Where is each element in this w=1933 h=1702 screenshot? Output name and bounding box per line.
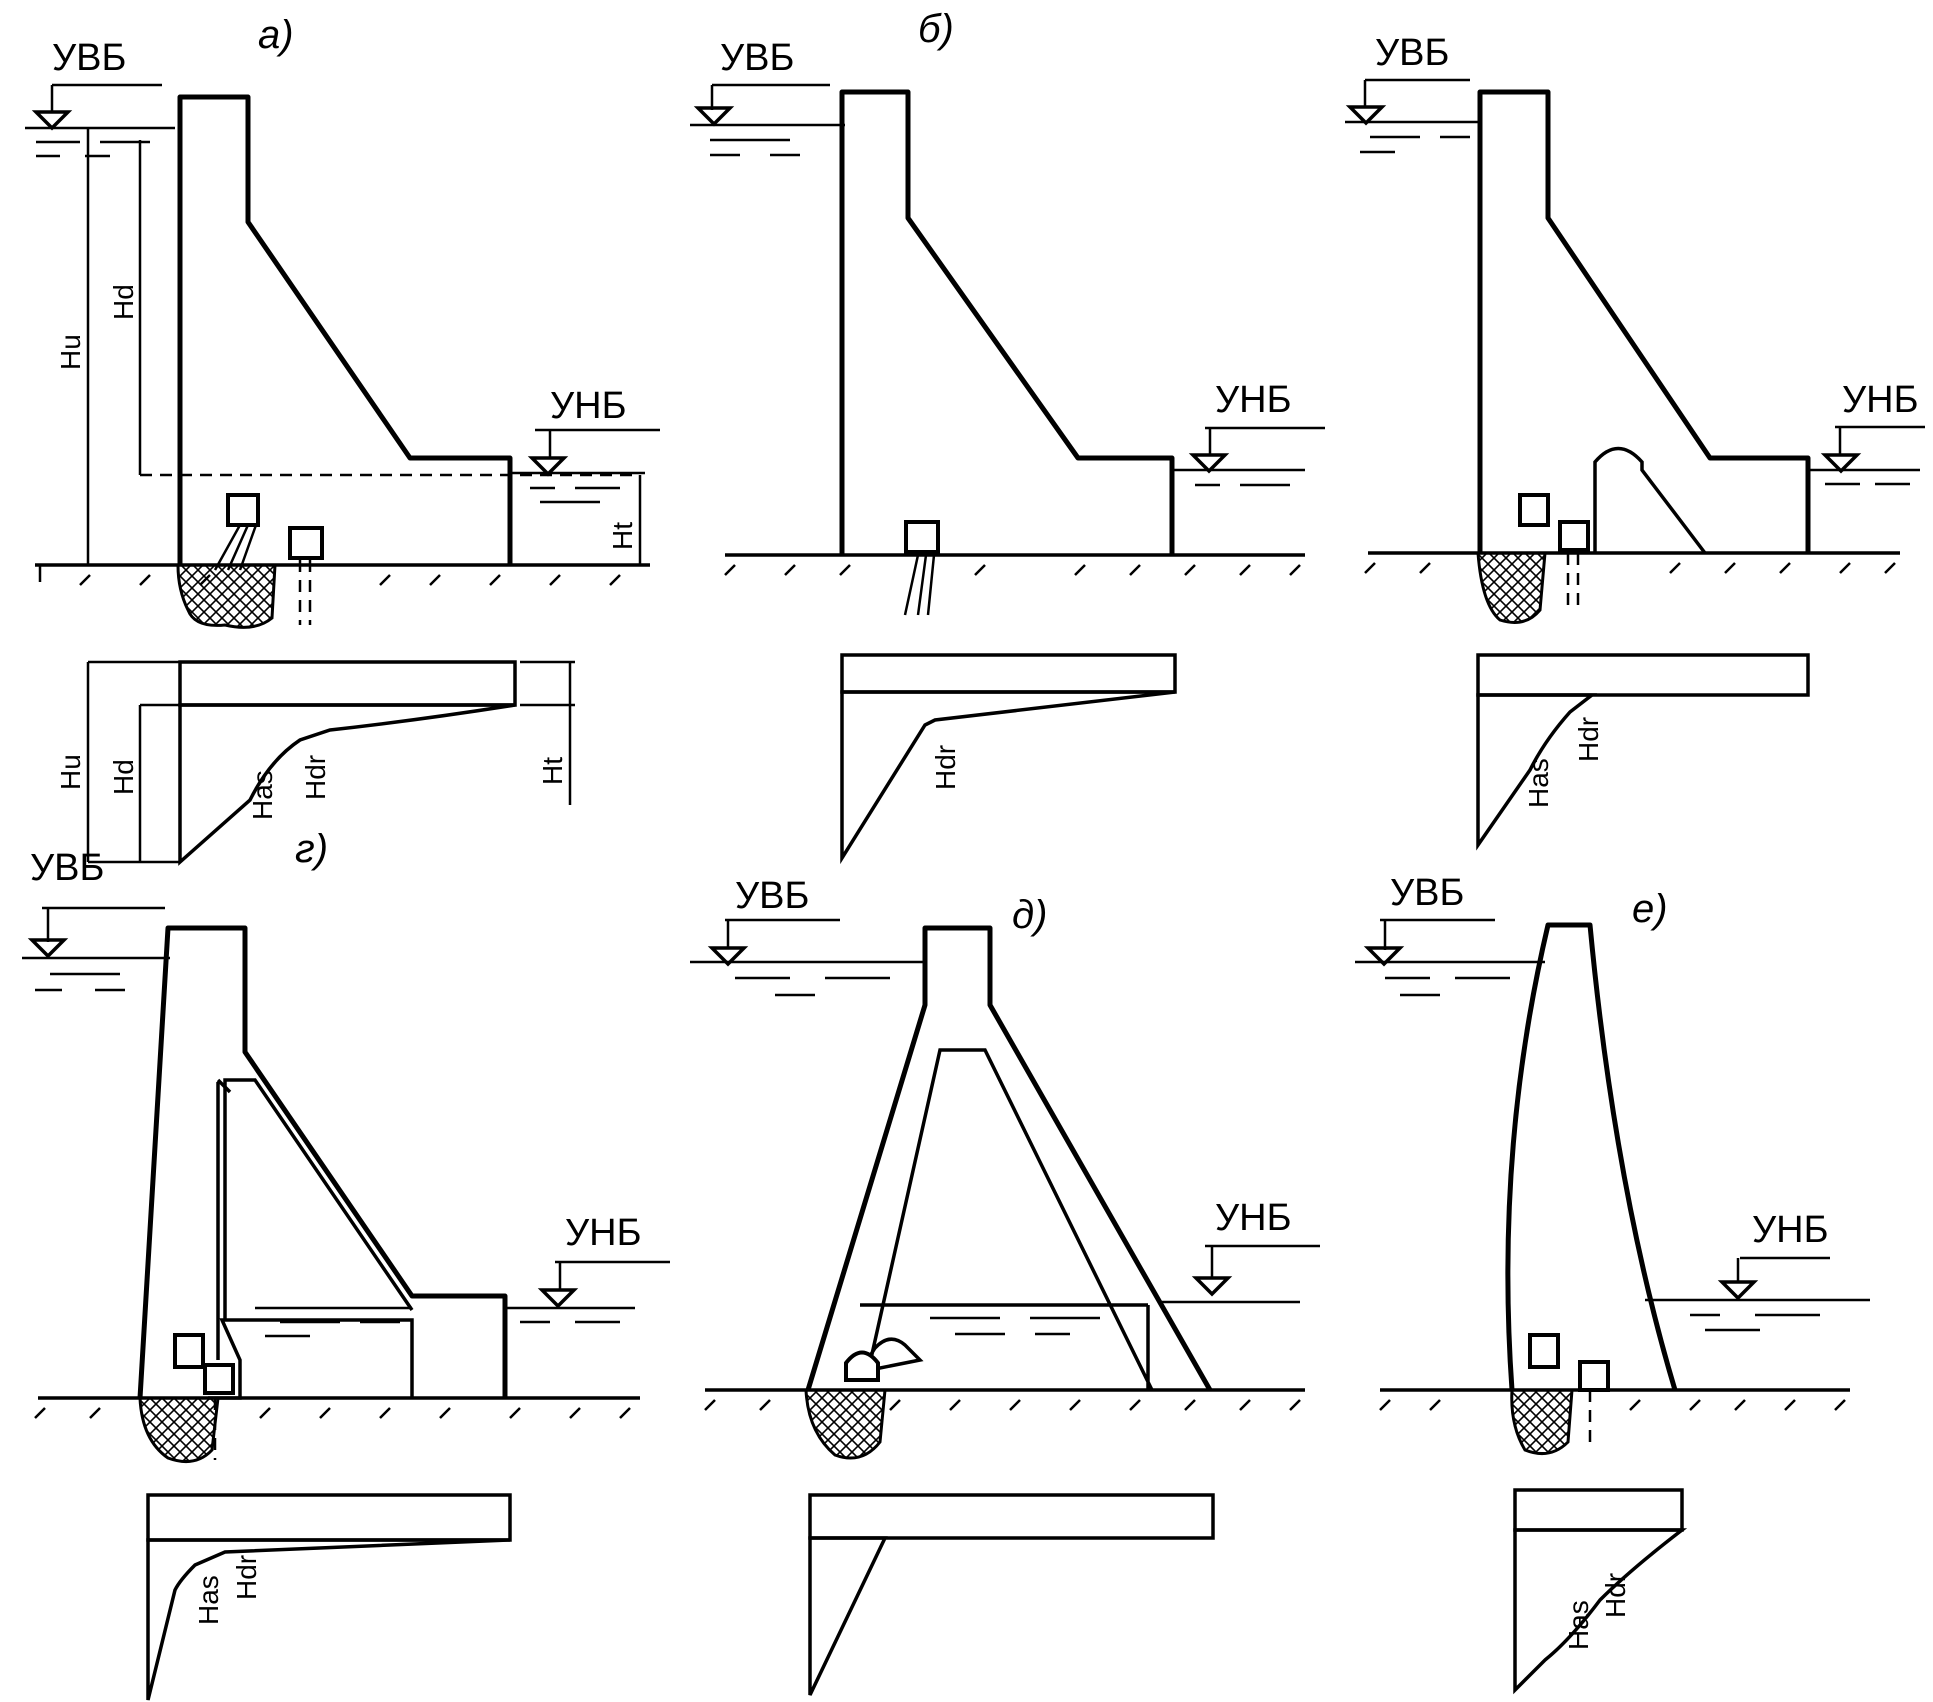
dim-label-hd: Hd [108, 284, 139, 320]
uplift-pressure-diagram: Hdr [840, 653, 1177, 865]
upstream-level-label: УВБ [720, 37, 794, 79]
panel-d: д) УВБ УНБ [690, 875, 1320, 1696]
drainage-gallery [1528, 1333, 1560, 1369]
diag-label-has: Has [247, 770, 278, 820]
panel-letter-b: б) [918, 7, 954, 51]
dim-label-ht: Ht [607, 522, 638, 550]
internal-cavity [858, 1048, 1154, 1391]
diag-label-has: Has [1563, 1600, 1594, 1650]
hollow-gravity-dam-body [137, 925, 508, 1399]
diag-label-hdr: Hdr [1573, 717, 1604, 762]
upstream-level-marker: УВБ [22, 847, 170, 992]
downstream-level-marker: УНБ [255, 1212, 670, 1338]
panel-letter-g: г) [295, 827, 328, 871]
grout-curtain [176, 563, 277, 629]
buttress-dam-body [805, 925, 1213, 1392]
panel-a: а) УВБ УНБ Hu Hd Ht [25, 13, 660, 866]
grout-curtain [1476, 551, 1547, 624]
upstream-level-marker: УВБ [690, 37, 845, 157]
upstream-level-label: УВБ [1390, 872, 1464, 914]
downstream-level-label: УНБ [1215, 379, 1292, 421]
uplift-pressure-diagram: Has Hdr [146, 1493, 512, 1701]
downstream-level-label: УНБ [1752, 1209, 1829, 1251]
panel-e: е) УВБ УНБ Has Hdr [1355, 872, 1870, 1695]
grout-curtain [1510, 1388, 1574, 1456]
upstream-level-label: УВБ [735, 875, 809, 917]
dim-label-hu: Hu [55, 334, 86, 370]
uplift-pressure-diagram: Hu Hd Has Hdr Ht [55, 660, 575, 866]
massive-buttress-dam-body [839, 89, 1175, 555]
diag-label-hdr: Hdr [300, 755, 331, 800]
inspection-gallery [288, 526, 324, 560]
grout-curtain [804, 1388, 887, 1460]
upstream-level-label: УВБ [30, 847, 104, 889]
upstream-level-marker: УВБ [1355, 872, 1545, 997]
inspection-gallery [203, 1363, 235, 1395]
diag-label-has: Has [193, 1575, 224, 1625]
diag-label-hu: Hu [55, 754, 86, 790]
diag-label-ht: Ht [537, 757, 568, 785]
downstream-level-label: УНБ [565, 1212, 642, 1254]
diag-label-hd: Hd [108, 759, 139, 795]
diag-label-hdr: Hdr [930, 745, 961, 790]
downstream-level-marker: УНБ [1172, 379, 1325, 487]
upstream-level-marker: УВБ [25, 37, 175, 158]
upstream-level-label: УВБ [52, 37, 126, 79]
internal-cavity [1593, 446, 1707, 555]
uplift-pressure-diagram: Has Hdr [1476, 653, 1810, 851]
diag-label-has: Has [1523, 758, 1554, 808]
drainage-gallery [844, 1350, 880, 1382]
grout-curtain [138, 1396, 220, 1464]
downstream-level-label: УНБ [1842, 379, 1919, 421]
downstream-level-label: УНБ [550, 385, 627, 427]
diag-label-hdr: Hdr [231, 1555, 262, 1600]
internal-cavity [208, 1078, 414, 1400]
drainage-gallery [226, 493, 260, 527]
inspection-gallery [1558, 520, 1590, 552]
upstream-level-label: УВБ [1375, 32, 1449, 74]
diag-label-hdr: Hdr [1600, 1573, 1631, 1618]
panel-v: УВБ УНБ Has Hdr [1345, 32, 1925, 851]
inspection-gallery [1578, 1360, 1610, 1392]
downstream-level-marker: УНБ [1645, 1209, 1870, 1332]
downstream-level-label: УНБ [1215, 1197, 1292, 1239]
uplift-pressure-diagram [808, 1493, 1215, 1696]
panel-b: б) УВБ УНБ Hdr [690, 7, 1325, 865]
downstream-level-marker: УНБ [1808, 379, 1925, 486]
downstream-level-marker: УНБ [510, 385, 660, 504]
drainage-gallery [904, 520, 940, 554]
panel-letter-e: е) [1632, 887, 1668, 931]
panel-g: г) УВБ УНБ Has Hdr [22, 827, 670, 1701]
drainage-gallery [173, 1333, 205, 1369]
hollow-dam-body [1477, 89, 1811, 553]
downstream-level-marker: УНБ [930, 1197, 1320, 1336]
upstream-level-marker: УВБ [690, 875, 925, 997]
uplift-pressure-diagram: Has Hdr [1513, 1488, 1688, 1695]
gravity-dam-body [177, 94, 513, 565]
panel-letter-a: а) [258, 13, 294, 57]
drainage-gallery [1518, 493, 1550, 527]
arch-buttress-dam-body [1505, 922, 1678, 1391]
panel-letter-d: д) [1012, 893, 1047, 937]
upstream-level-marker: УВБ [1345, 32, 1480, 154]
